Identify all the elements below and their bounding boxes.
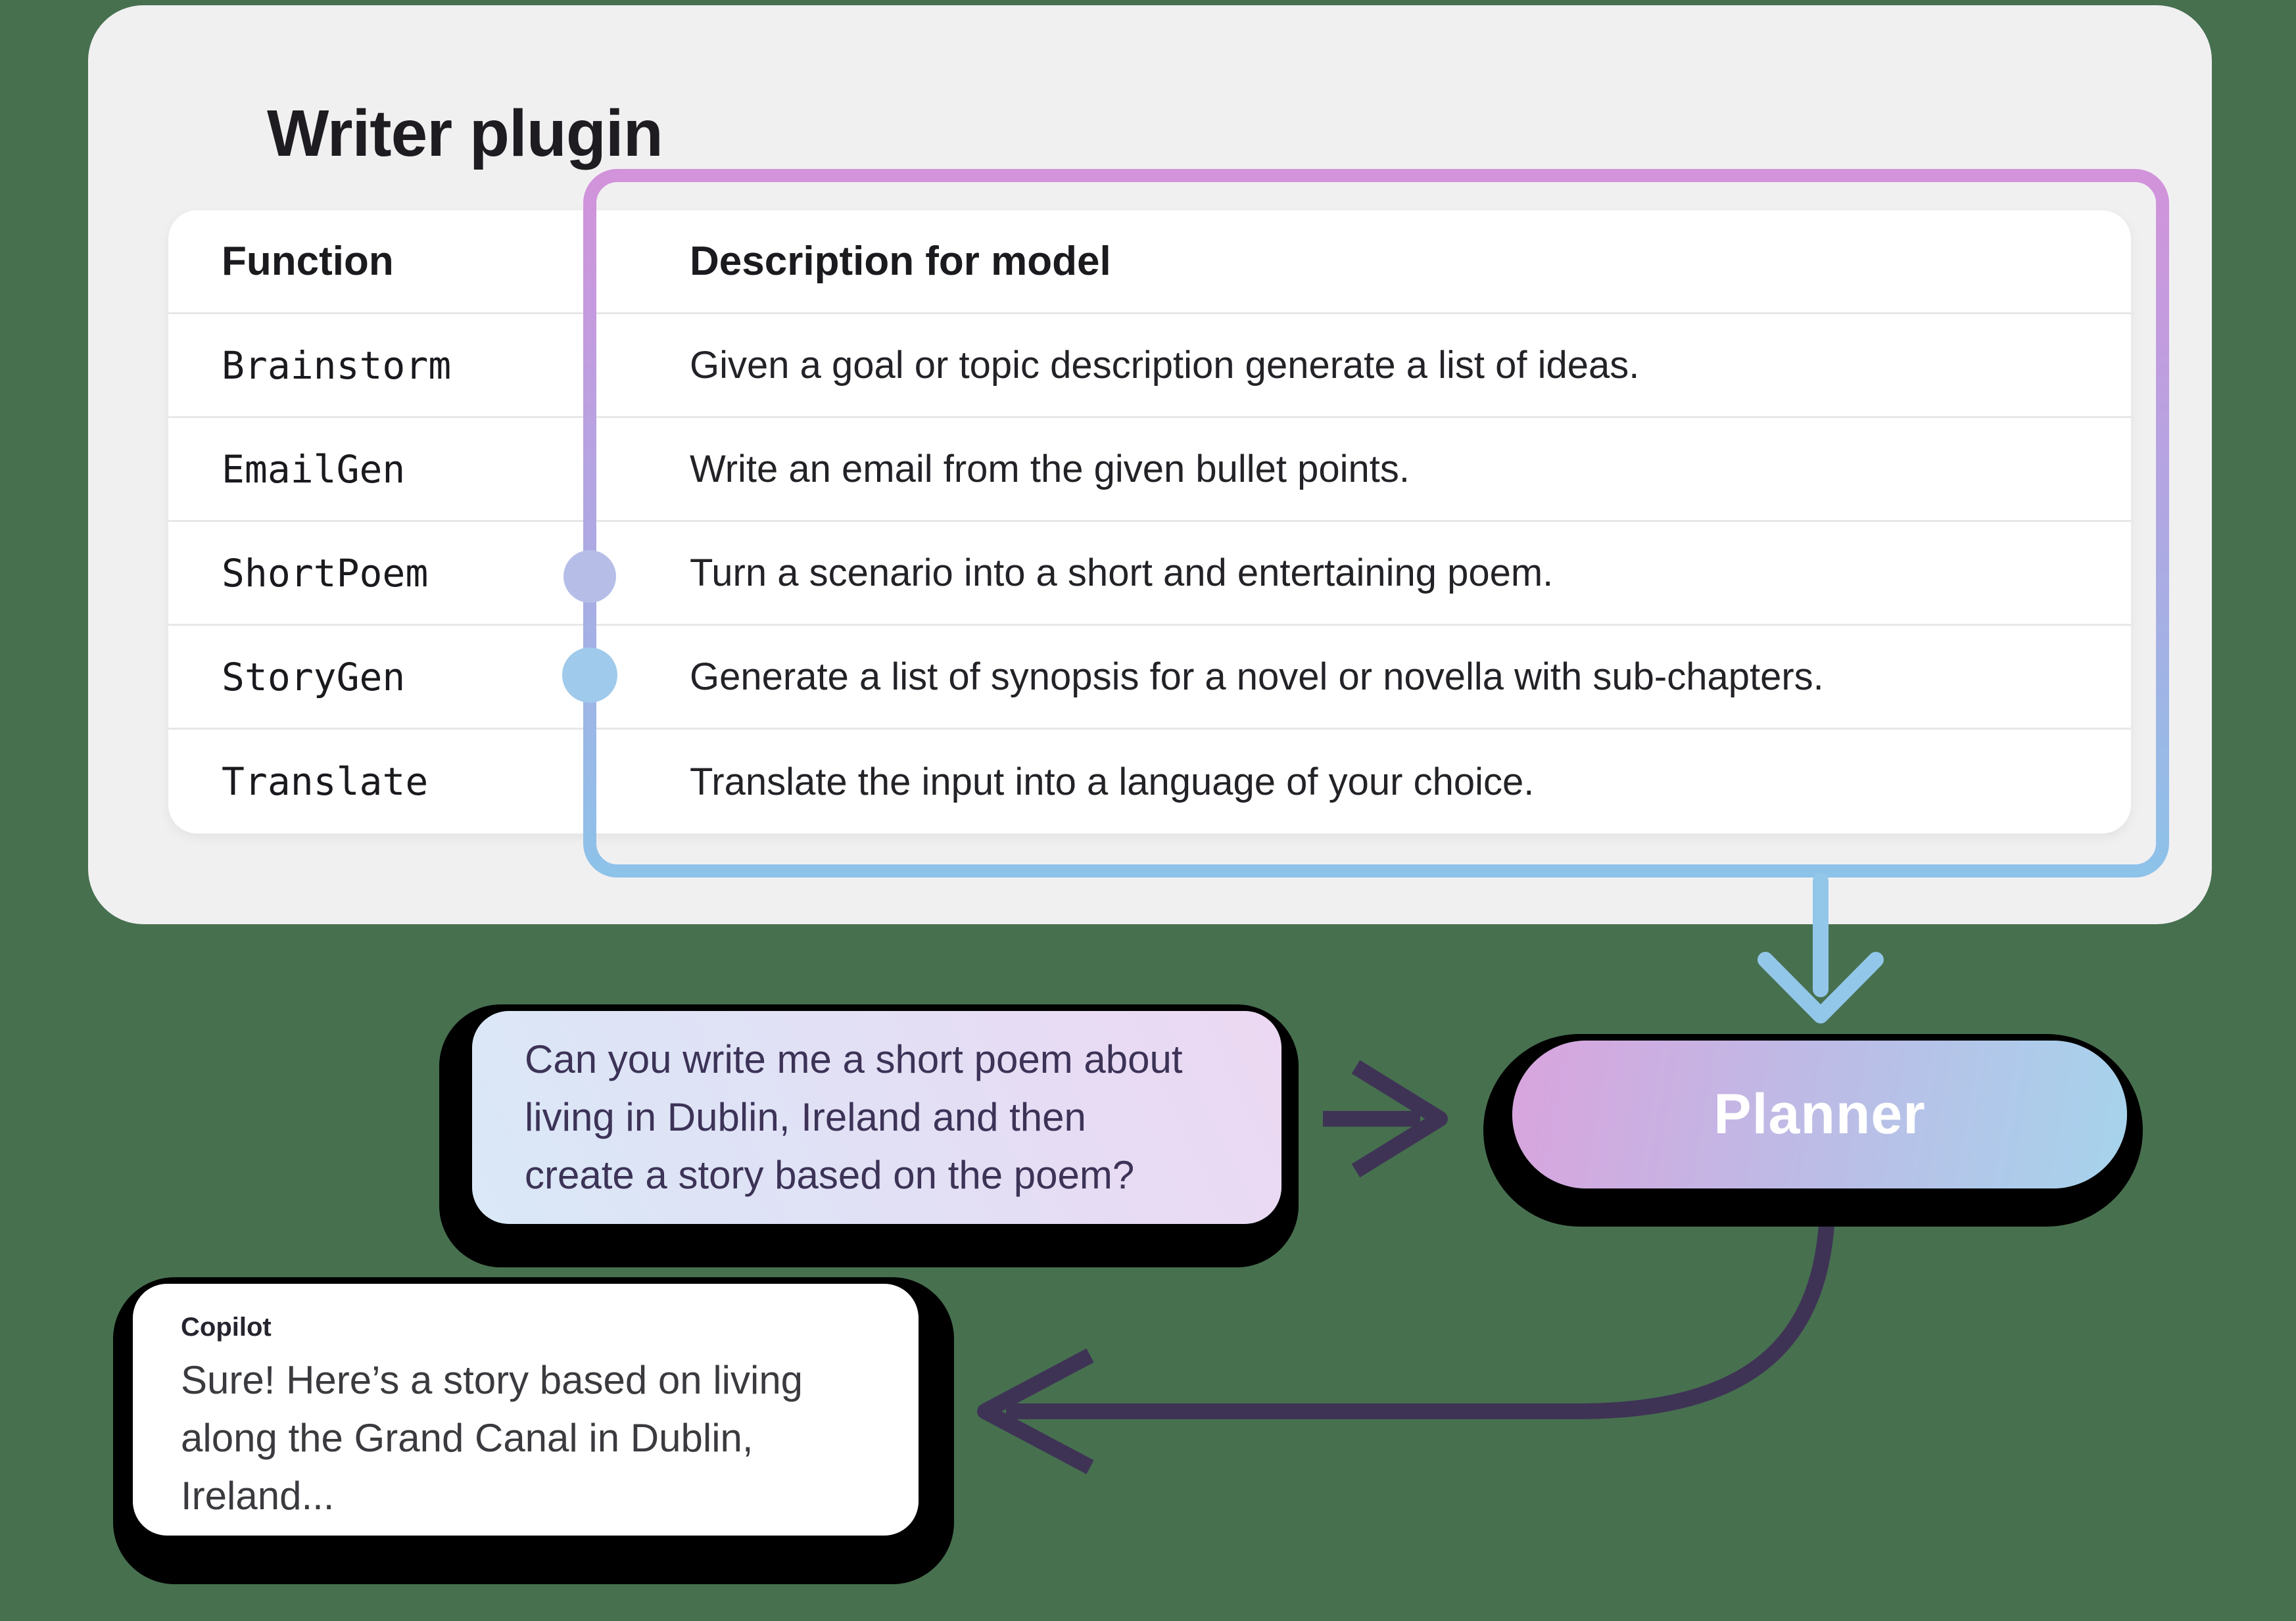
function-name: Brainstorm — [222, 342, 452, 388]
user-question-text: living in Dublin, Ireland and then — [525, 1095, 1086, 1139]
user-question-text: Can you write me a short poem about — [525, 1037, 1183, 1081]
function-description: Turn a scenario into a short and enterta… — [690, 552, 1554, 594]
table-header-row: Function Description for model — [168, 210, 2131, 314]
question-to-planner-arrow — [1323, 1060, 1448, 1178]
writer-plugin-title: Writer plugin — [267, 97, 663, 170]
table-row: Brainstorm Given a goal or topic descrip… — [168, 314, 2131, 418]
column-header-function: Function — [222, 239, 394, 284]
planner-label: Planner — [1713, 1083, 1926, 1146]
column-header-description: Description for model — [690, 239, 1111, 284]
table-row: ShortPoem Turn a scenario into a short a… — [168, 522, 2131, 626]
user-question-bubble: Can you write me a short poem about livi… — [472, 1011, 1281, 1224]
function-description: Write an email from the given bullet poi… — [690, 448, 1410, 490]
planner-node: Planner — [1512, 1041, 2127, 1188]
function-description: Given a goal or topic description genera… — [690, 344, 1640, 387]
function-name: StoryGen — [222, 654, 406, 699]
copilot-reply-text: Ireland... — [181, 1474, 335, 1518]
planner-to-copilot-arrow — [977, 1190, 1836, 1474]
function-description: Translate the input into a language of y… — [690, 760, 1535, 803]
copilot-reply-text: along the Grand Canal in Dublin, — [181, 1416, 753, 1460]
copilot-reply-bubble: Copilot Sure! Here’s a story based on li… — [133, 1284, 919, 1536]
table-row: Translate Translate the input into a lan… — [168, 730, 2131, 834]
function-table: Function Description for model Brainstor… — [168, 210, 2131, 834]
copilot-reply-text: Sure! Here’s a story based on living — [181, 1358, 803, 1402]
table-row: EmailGen Write an email from the given b… — [168, 418, 2131, 522]
copilot-author-label: Copilot — [181, 1313, 272, 1342]
function-name: ShortPoem — [222, 550, 429, 596]
function-name: EmailGen — [222, 446, 406, 492]
table-row: StoryGen Generate a list of synopsis for… — [168, 626, 2131, 730]
function-name: Translate — [222, 759, 429, 804]
function-description: Generate a list of synopsis for a novel … — [690, 655, 1824, 698]
user-question-text: create a story based on the poem? — [525, 1153, 1135, 1197]
